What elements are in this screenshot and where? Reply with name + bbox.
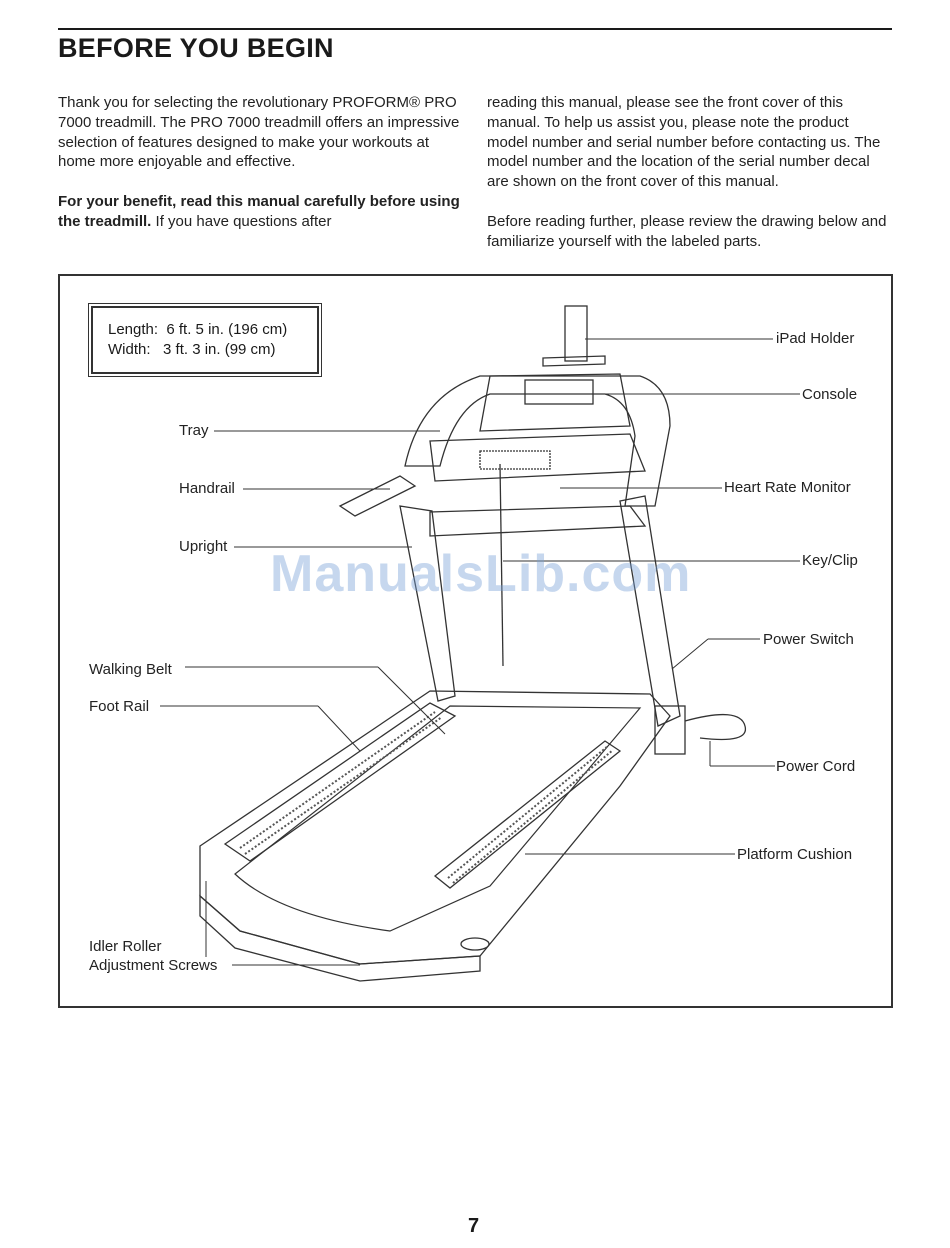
- intro-paragraph-2-rest: If you have questions after: [151, 212, 332, 230]
- intro-right-column: reading this manual, please see the fron…: [487, 93, 892, 271]
- intro-paragraph-1: Thank you for selecting the revolutionar…: [58, 94, 460, 171]
- heart-rate-grid: [479, 450, 551, 470]
- tray: [429, 505, 647, 537]
- page-number: 7: [468, 1215, 480, 1237]
- callout-leaders: [160, 338, 800, 966]
- left-upright: [399, 505, 456, 702]
- intro-paragraph-2: For your benefit, read this manual caref…: [58, 192, 463, 232]
- label-idler-roller: Idler Roller: [89, 938, 162, 956]
- label-walking-belt: Walking Belt: [89, 661, 172, 679]
- label-handrail: Handrail: [179, 480, 235, 498]
- motor-hood: [654, 705, 686, 755]
- label-ipad-holder: iPad Holder: [776, 330, 855, 348]
- label-foot-rail: Foot Rail: [89, 698, 150, 716]
- walking-belt: [234, 705, 642, 932]
- label-power-cord: Power Cord: [776, 758, 856, 776]
- watermark: ManualsLib.com: [270, 545, 692, 603]
- intro-paragraph-4: Before reading further, please review th…: [487, 212, 887, 250]
- handrail-grip: [338, 475, 417, 517]
- intro-bold-notice: For your benefit, read this manual caref…: [58, 192, 460, 230]
- width-spec: Width: 3 ft. 3 in. (99 cm): [108, 341, 276, 358]
- power-cord: [684, 713, 747, 741]
- top-rule: [58, 28, 892, 30]
- treadmill-diagram: Length: 6 ft. 5 in. (196 cm) Width: 3 ft…: [58, 274, 893, 1008]
- rear-foot: [460, 937, 490, 951]
- label-heart-rate-monitor: Heart Rate Monitor: [724, 479, 851, 497]
- intro-paragraph-3: reading this manual, please see the fron…: [487, 94, 881, 191]
- console-screen: [524, 379, 594, 405]
- label-upright: Upright: [179, 538, 228, 556]
- length-spec: Length: 6 ft. 5 in. (196 cm): [108, 321, 288, 338]
- handrail-frame: [404, 375, 671, 507]
- label-adjustment-screws: Adjustment Screws: [89, 957, 218, 975]
- label-console: Console: [802, 386, 858, 404]
- right-upright: [619, 495, 681, 727]
- deck-side: [199, 894, 481, 982]
- dimensions-box: Length: 6 ft. 5 in. (196 cm) Width: 3 ft…: [88, 303, 322, 377]
- label-key-clip: Key/Clip: [802, 552, 858, 570]
- console: [479, 373, 631, 432]
- foot-rail-dots: [239, 711, 614, 884]
- intro-left-column: Thank you for selecting the revolutionar…: [58, 93, 463, 251]
- ipad-holder-base: [542, 355, 606, 367]
- console-lower: [429, 433, 646, 482]
- label-platform-cushion: Platform Cushion: [737, 846, 853, 864]
- right-foot-rail: [433, 740, 622, 889]
- treadmill-drawing: [160, 305, 800, 982]
- label-power-switch: Power Switch: [763, 631, 854, 649]
- key-clip-cord: [499, 463, 504, 667]
- ipad-holder-post: [564, 305, 588, 362]
- left-foot-rail: [223, 702, 457, 862]
- page-heading: BEFORE YOU BEGIN: [58, 33, 334, 63]
- label-tray: Tray: [179, 422, 209, 440]
